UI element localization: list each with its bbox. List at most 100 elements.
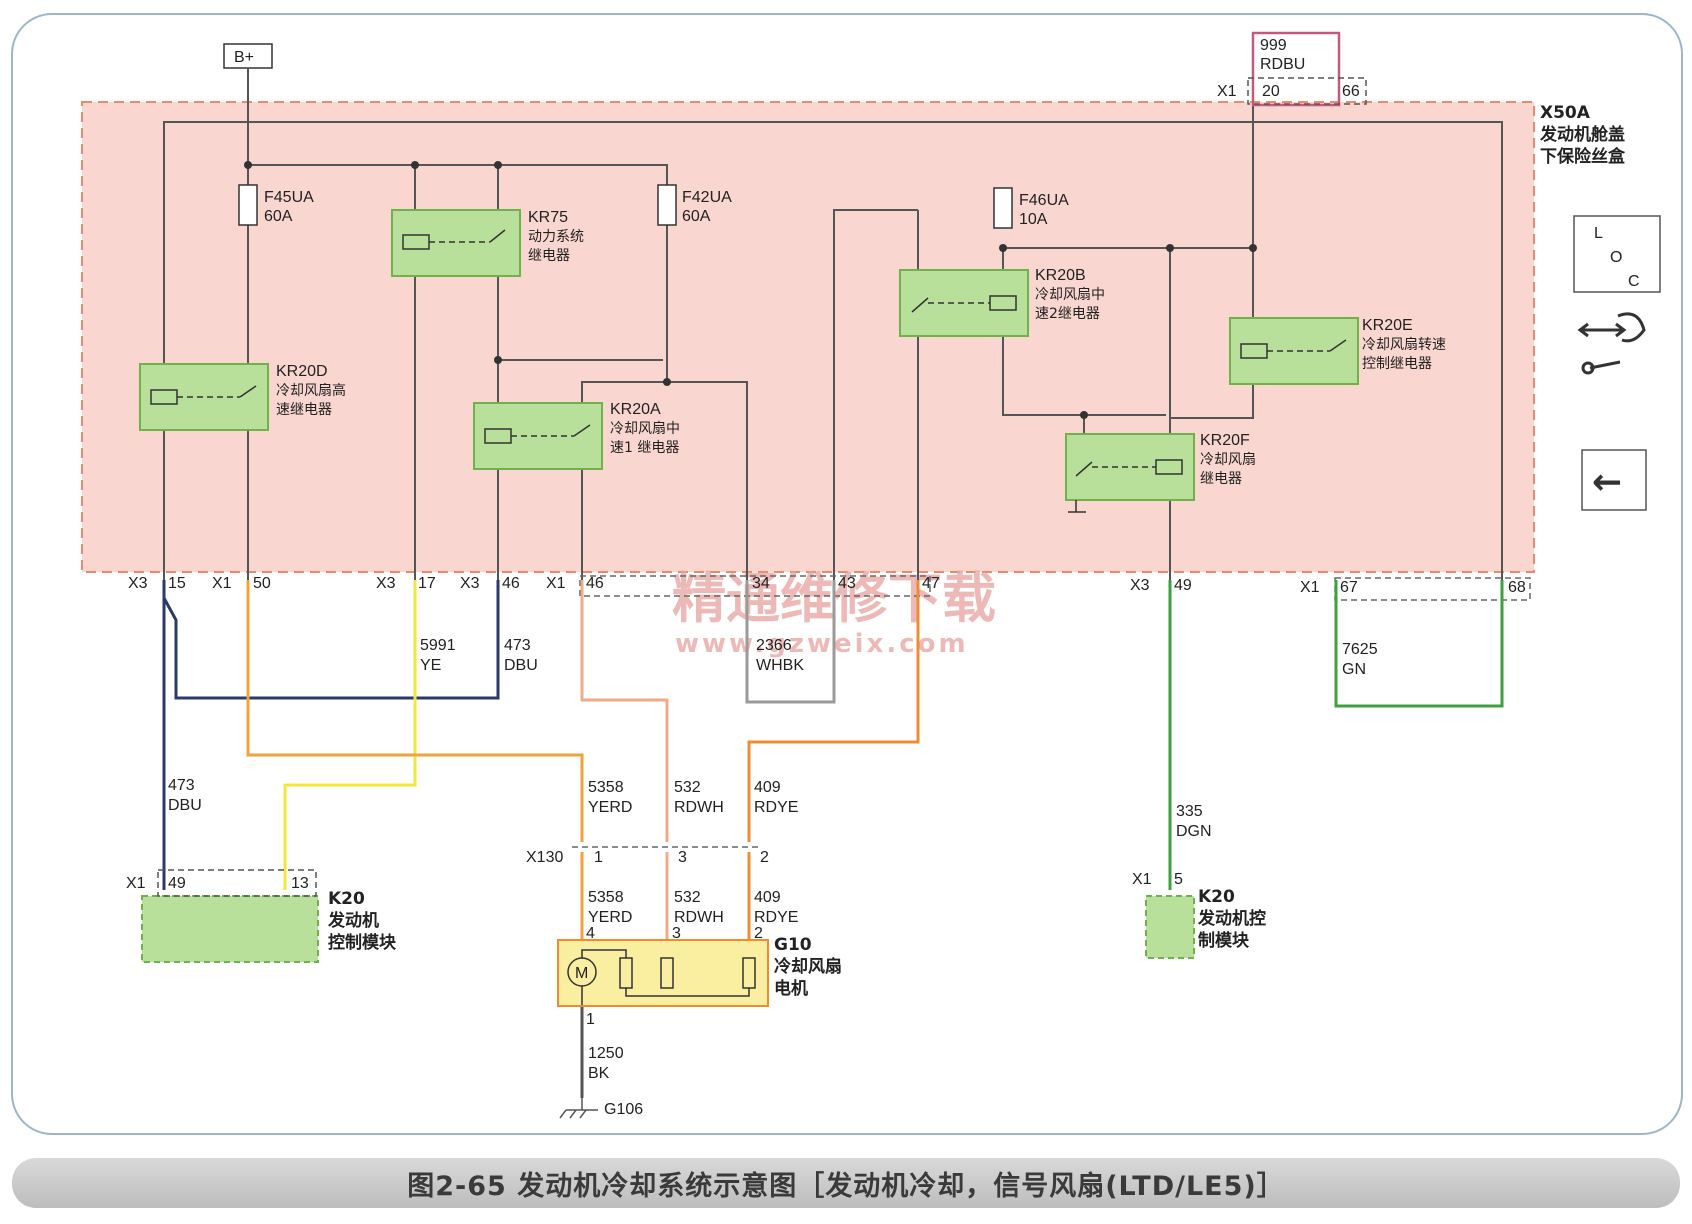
- ground-g106-symbol: [559, 1098, 598, 1119]
- fuse-f45ua: F45UA 60A: [238, 184, 314, 226]
- junction-dots: [244, 161, 1257, 419]
- svg-text:YE: YE: [420, 657, 441, 674]
- svg-text:M: M: [575, 965, 588, 982]
- conn-x130-label: X130: [526, 849, 563, 866]
- pin-20: 20: [1262, 83, 1280, 100]
- svg-text:KR20F: KR20F: [1200, 432, 1250, 449]
- ground-label: G106: [604, 1101, 643, 1118]
- pin-x130-1: 1: [594, 849, 603, 866]
- svg-text:F45UA: F45UA: [264, 189, 314, 206]
- svg-text:L: L: [1594, 225, 1603, 242]
- svg-text:5358: 5358: [588, 889, 624, 906]
- wire-409-rdye-upper: [747, 580, 920, 842]
- loc-icon[interactable]: L O C: [1573, 215, 1661, 293]
- svg-text:X1: X1: [212, 575, 232, 592]
- svg-text:X1: X1: [1132, 871, 1152, 888]
- svg-text:动力系统: 动力系统: [528, 229, 584, 245]
- wire-labels: 5991 YE 473 DBU 2366 WHBK 7625 GN 473 DB…: [168, 637, 1378, 1082]
- svg-text:冷却风扇: 冷却风扇: [1200, 452, 1256, 468]
- svg-text:KR20E: KR20E: [1362, 317, 1413, 334]
- wire-5358-yerd-upper: [246, 580, 584, 842]
- figure-caption: 图2-65 发动机冷却系统示意图［发动机冷却，信号风扇(LTD/LE5)］: [407, 1170, 1285, 1202]
- relay-kr20a: KR20A 冷却风扇中 速1 继电器: [473, 401, 680, 470]
- svg-text:冷却风扇高: 冷却风扇高: [276, 382, 346, 399]
- relay-kr20d: KR20D 冷却风扇高 速继电器: [139, 363, 346, 431]
- svg-text:473: 473: [168, 777, 195, 794]
- pin-66: 66: [1342, 83, 1360, 100]
- svg-text:5358: 5358: [588, 779, 624, 796]
- svg-text:X3: X3: [460, 575, 480, 592]
- module-k20-left: X1 49 13 K20 发动机 控制模块: [126, 869, 397, 963]
- svg-text:F42UA: F42UA: [682, 189, 732, 206]
- svg-text:34: 34: [752, 575, 770, 592]
- svg-text:13: 13: [291, 875, 309, 892]
- svg-text:GN: GN: [1342, 661, 1366, 678]
- svg-text:47: 47: [922, 575, 940, 592]
- svg-text:532: 532: [674, 889, 701, 906]
- wire-7625-gn: [1334, 580, 1504, 708]
- wire-999-num: 999: [1260, 37, 1287, 54]
- svg-text:67: 67: [1340, 579, 1358, 596]
- svg-text:控制继电器: 控制继电器: [1362, 356, 1432, 372]
- svg-text:KR20D: KR20D: [276, 363, 328, 380]
- svg-text:O: O: [1610, 249, 1622, 266]
- svg-text:1: 1: [586, 1011, 595, 1028]
- relay-kr75: KR75 动力系统 继电器: [391, 209, 584, 277]
- svg-text:DGN: DGN: [1176, 823, 1212, 840]
- connector-x1-mid: [579, 575, 931, 597]
- fuse-f46ua: F46UA 10A: [993, 187, 1069, 229]
- svg-text:YERD: YERD: [588, 909, 632, 926]
- svg-text:10A: 10A: [1019, 211, 1048, 228]
- svg-text:7625: 7625: [1342, 641, 1378, 658]
- svg-text:15: 15: [168, 575, 186, 592]
- svg-text:409: 409: [754, 779, 781, 796]
- svg-text:速1 继电器: 速1 继电器: [610, 440, 679, 456]
- svg-text:冷却风扇中: 冷却风扇中: [1035, 287, 1105, 303]
- fusebox-name-1: 发动机舱盖: [1539, 124, 1625, 145]
- svg-text:X1: X1: [1300, 579, 1320, 596]
- wire-999-color: RDBU: [1260, 56, 1305, 73]
- svg-text:335: 335: [1176, 803, 1203, 820]
- svg-text:控制模块: 控制模块: [328, 932, 397, 953]
- svg-text:4: 4: [586, 925, 595, 942]
- harness-wrench-icon[interactable]: [1577, 312, 1646, 375]
- svg-text:2: 2: [754, 925, 763, 942]
- svg-text:68: 68: [1508, 579, 1526, 596]
- back-arrow-icon: ←: [1592, 462, 1622, 503]
- svg-text:5991: 5991: [420, 637, 456, 654]
- fuse-f42ua: F42UA 60A: [657, 184, 732, 226]
- conn-x1-top-label: X1: [1217, 83, 1237, 100]
- svg-text:DBU: DBU: [168, 797, 202, 814]
- svg-text:43: 43: [838, 575, 856, 592]
- svg-text:KR20B: KR20B: [1035, 267, 1086, 284]
- figure-caption-bar: 图2-65 发动机冷却系统示意图［发动机冷却，信号风扇(LTD/LE5)］: [12, 1158, 1680, 1208]
- pin-x130-2: 2: [760, 849, 769, 866]
- svg-text:KR20A: KR20A: [610, 401, 661, 418]
- svg-text:RDYE: RDYE: [754, 909, 798, 926]
- svg-text:2366: 2366: [756, 637, 792, 654]
- svg-text:速2继电器: 速2继电器: [1035, 306, 1100, 322]
- wire-5991-ye: [283, 580, 417, 890]
- fusebox-id: X50A: [1540, 103, 1591, 123]
- svg-text:冷却风扇中: 冷却风扇中: [610, 421, 680, 437]
- svg-text:RDWH: RDWH: [674, 909, 724, 926]
- fan-motor-g10: M 4 3 2 1 G10 冷却风扇 电机: [557, 925, 842, 1028]
- svg-text:发动机控: 发动机控: [1197, 908, 1266, 929]
- wire-532-rdwh-upper: [580, 580, 669, 842]
- svg-text:X3: X3: [376, 575, 396, 592]
- svg-text:X1: X1: [546, 575, 566, 592]
- svg-text:制模块: 制模块: [1198, 930, 1250, 951]
- module-k20-right: X1 5 K20 发动机控 制模块: [1132, 871, 1266, 959]
- svg-text:G10: G10: [774, 935, 812, 955]
- fusebox-connector-labels: X3 15 X1 50 X3 17 X3 46 X1 46 34 43 47 X…: [128, 575, 1526, 596]
- svg-text:发动机: 发动机: [327, 910, 379, 931]
- svg-text:RDYE: RDYE: [754, 799, 798, 816]
- svg-text:继电器: 继电器: [1200, 471, 1242, 487]
- back-arrow-button[interactable]: ←: [1581, 449, 1647, 511]
- svg-text:1250: 1250: [588, 1045, 624, 1062]
- svg-text:X3: X3: [128, 575, 148, 592]
- relay-kr20b: KR20B 冷却风扇中 速2继电器: [899, 267, 1105, 337]
- svg-text:46: 46: [502, 575, 520, 592]
- wire-999-loop: [1251, 31, 1341, 107]
